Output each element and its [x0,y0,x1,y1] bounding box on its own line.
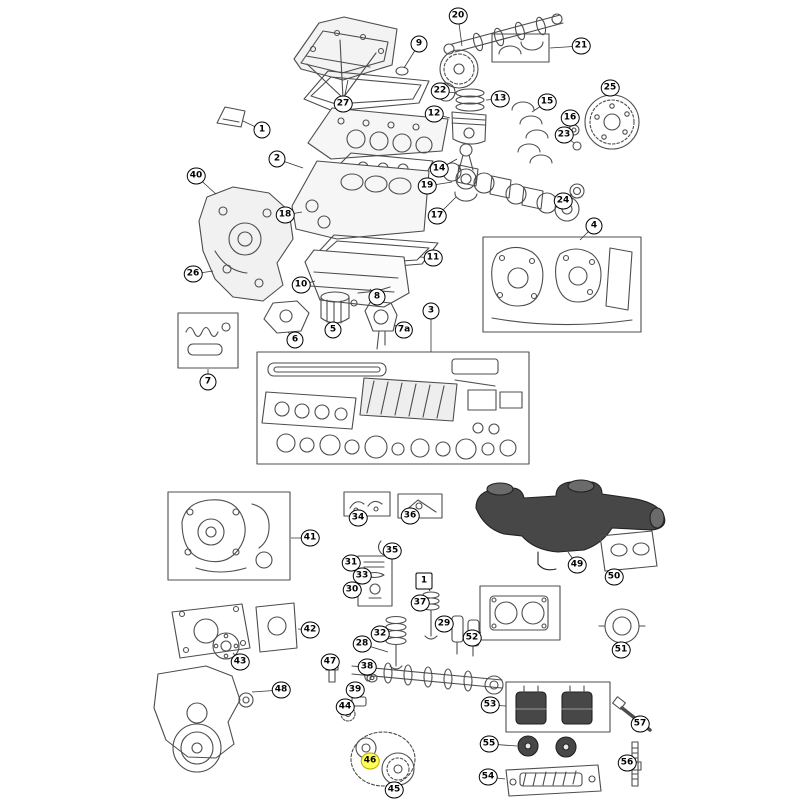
callout-40[interactable]: 40 [186,167,206,185]
callout-56[interactable]: 56 [617,754,637,772]
round-gasket-43-art [212,632,240,660]
callout-36[interactable]: 36 [400,507,420,525]
gasket-box-7-art [177,312,239,369]
callout-30[interactable]: 30 [342,581,362,599]
camshaft-top-art [443,13,564,55]
callout-50[interactable]: 50 [604,568,624,586]
mounts-55-art [517,735,577,758]
callout-5[interactable]: 5 [324,321,342,339]
callout-48[interactable]: 48 [271,681,291,699]
callout-12[interactable]: 12 [424,105,444,123]
valve-assembly-37-art [422,591,440,640]
callout-6[interactable]: 6 [286,331,304,349]
gasket-set-box-3-art [256,351,530,465]
callout-33[interactable]: 33 [352,567,372,585]
callout-37[interactable]: 37 [410,594,430,612]
manifold-gasket-50-art [599,530,658,572]
callout-7[interactable]: 7 [199,373,217,391]
exhaust-manifold-art [475,479,666,571]
callout-28[interactable]: 28 [352,635,372,653]
gasket-box-4-art [482,236,642,333]
callout-51[interactable]: 51 [611,641,631,659]
callout-14[interactable]: 14 [429,160,449,178]
callout-29[interactable]: 29 [434,615,454,633]
bearing-cap-art [216,106,246,128]
callout-46[interactable]: 46 [360,752,380,770]
callout-11[interactable]: 11 [423,249,443,267]
bracket-54-art [505,764,602,797]
cover-group-48-art [153,665,254,773]
valve-cover-art [293,16,398,81]
timing-cover-box-41-art [167,491,291,581]
cylinder-head-art [307,107,449,160]
callout-21[interactable]: 21 [571,37,591,55]
callout-57[interactable]: 57 [630,715,650,733]
callout-1[interactable]: 1 [253,121,271,139]
callout-16[interactable]: 16 [560,109,580,127]
callout-45[interactable]: 45 [384,781,404,799]
callout-3[interactable]: 3 [422,302,440,320]
callout-22[interactable]: 22 [430,82,450,100]
port-plate-box-52-art [479,585,561,641]
callout-25[interactable]: 25 [600,79,620,97]
callout-34[interactable]: 34 [348,509,368,527]
callout-31[interactable]: 31 [341,554,361,572]
timing-cover-art [198,186,294,302]
callout-9[interactable]: 9 [410,35,428,53]
piston-art [451,111,487,145]
callout-43[interactable]: 43 [230,653,250,671]
engine-block-art [291,160,430,240]
callout-55[interactable]: 55 [479,735,499,753]
gasket-set-42-art [171,602,298,659]
callout-18[interactable]: 18 [275,206,295,224]
callout-19[interactable]: 19 [417,177,437,195]
water-outlet-art [263,300,310,334]
callout-35[interactable]: 35 [382,542,402,560]
engine-mounts-box-53-art [505,681,611,733]
callout-24[interactable]: 24 [553,192,573,210]
callout-23[interactable]: 23 [554,126,574,144]
callout-44[interactable]: 44 [335,698,355,716]
callout-10[interactable]: 10 [291,276,311,294]
callout-41[interactable]: 41 [300,529,320,547]
callout-52[interactable]: 52 [462,629,482,647]
callout-27[interactable]: 27 [333,95,353,113]
callout-32[interactable]: 32 [370,625,390,643]
callout-49[interactable]: 49 [567,556,587,574]
bearing-box-21-art [491,33,550,63]
callout-4[interactable]: 4 [585,217,603,235]
callout-2[interactable]: 2 [268,150,286,168]
valve-cover-gasket-art [303,70,430,112]
callout-7a[interactable]: 7a [394,321,414,339]
callout-42[interactable]: 42 [300,621,320,639]
callout-20[interactable]: 20 [448,7,468,25]
callout-54[interactable]: 54 [478,768,498,786]
callout-26[interactable]: 26 [183,265,203,283]
main-bearings-art [511,101,553,164]
callout-17[interactable]: 17 [427,207,447,225]
callout-13[interactable]: 13 [490,90,510,108]
callout-53[interactable]: 53 [480,696,500,714]
callout-47[interactable]: 47 [320,653,340,671]
callout-8[interactable]: 8 [368,288,386,306]
callout-39[interactable]: 39 [345,681,365,699]
callout-38[interactable]: 38 [357,658,377,676]
callout-1-box[interactable]: 1 [415,572,433,590]
callout-15[interactable]: 15 [537,93,557,111]
